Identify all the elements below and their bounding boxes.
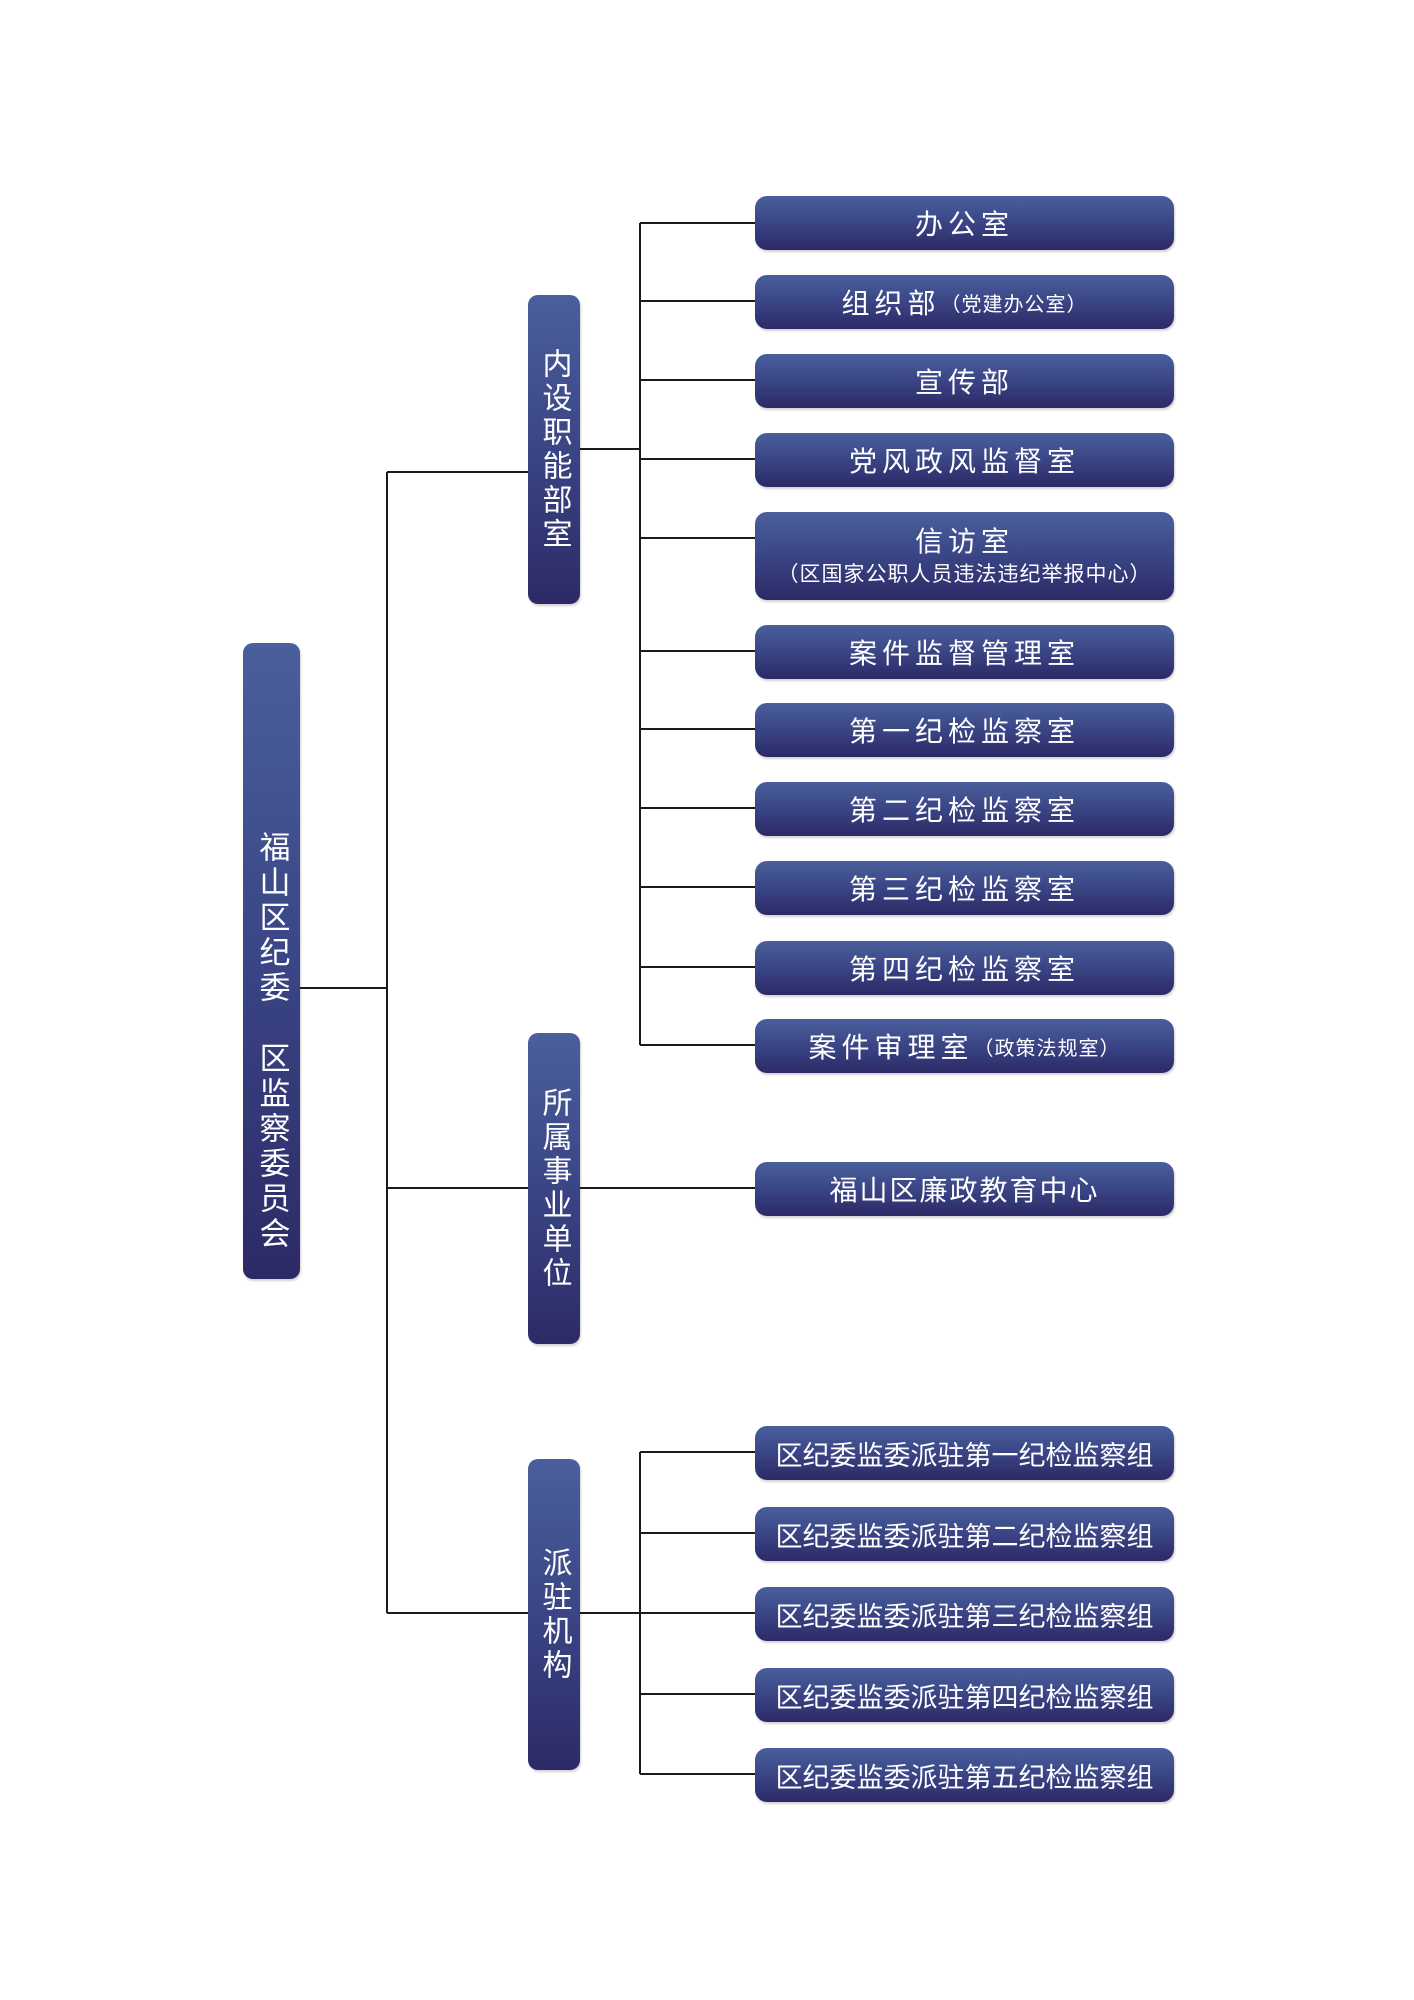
dept-label: 党风政风监督室 xyxy=(848,445,1080,478)
dept-label: 第四纪检监察室 xyxy=(848,953,1080,986)
category-internal-label: 内设职能部室 xyxy=(536,347,572,552)
category-internal-departments: 内设职能部室 xyxy=(528,295,580,604)
dispatched-group-5: 区纪委监委派驻第五纪检监察组 xyxy=(755,1748,1174,1802)
dept-label: 第二纪检监察室 xyxy=(848,794,1080,827)
dept-label: 宣传部 xyxy=(914,366,1014,399)
dept-inspection-4: 第四纪检监察室 xyxy=(755,941,1174,995)
group-label: 区纪委监委派驻第五纪检监察组 xyxy=(775,1762,1154,1794)
dept-inspection-2: 第二纪检监察室 xyxy=(755,782,1174,836)
dept-inspection-3: 第三纪检监察室 xyxy=(755,861,1174,915)
group-label: 区纪委监委派驻第四纪检监察组 xyxy=(775,1682,1154,1714)
dept-note: （政策法规室） xyxy=(973,1035,1121,1060)
dispatched-group-3: 区纪委监委派驻第三纪检监察组 xyxy=(755,1587,1174,1641)
dept-label: 第三纪检监察室 xyxy=(848,873,1080,906)
dept-label: 办公室 xyxy=(914,208,1014,241)
group-label: 区纪委监委派驻第二纪检监察组 xyxy=(775,1521,1154,1553)
dept-note: （党建办公室） xyxy=(940,291,1088,316)
dispatched-group-1: 区纪委监委派驻第一纪检监察组 xyxy=(755,1426,1174,1480)
dept-publicity: 宣传部 xyxy=(755,354,1174,408)
group-label: 区纪委监委派驻第三纪检监察组 xyxy=(775,1601,1154,1633)
category-affiliated-label: 所属事业单位 xyxy=(536,1086,572,1291)
dept-label: 组织部 xyxy=(841,287,941,320)
dept-inspection-1: 第一纪检监察室 xyxy=(755,703,1174,757)
category-affiliated-units: 所属事业单位 xyxy=(528,1033,580,1344)
group-label: 区纪委监委派驻第一纪检监察组 xyxy=(775,1440,1154,1472)
dispatched-group-4: 区纪委监委派驻第四纪检监察组 xyxy=(755,1668,1174,1722)
category-dispatched-agencies: 派驻机构 xyxy=(528,1459,580,1770)
dept-case-supervision: 案件监督管理室 xyxy=(755,625,1174,679)
category-dispatched-label: 派驻机构 xyxy=(536,1546,572,1683)
dept-sub-label: （区国家公职人员违法违纪举报中心） xyxy=(777,562,1152,587)
dept-case-trial: 案件审理室（政策法规室） xyxy=(755,1019,1174,1073)
root-name-line2: 区监察委员会 xyxy=(253,1041,290,1252)
dept-conduct-supervision: 党风政风监督室 xyxy=(755,433,1174,487)
unit-integrity-education-center: 福山区廉政教育中心 xyxy=(755,1162,1174,1216)
dept-organization: 组织部（党建办公室） xyxy=(755,275,1174,329)
dispatched-group-2: 区纪委监委派驻第二纪检监察组 xyxy=(755,1507,1174,1561)
dept-label: 案件审理室 xyxy=(808,1031,974,1064)
dept-petitions: 信访室 （区国家公职人员违法违纪举报中心） xyxy=(755,512,1174,600)
unit-label: 福山区廉政教育中心 xyxy=(829,1174,1100,1207)
dept-label: 第一纪检监察室 xyxy=(848,715,1080,748)
dept-label: 信访室 xyxy=(914,524,1014,558)
dept-office: 办公室 xyxy=(755,196,1174,250)
root-name-line1: 福山区纪委 xyxy=(253,830,290,1006)
dept-label: 案件监督管理室 xyxy=(848,637,1080,670)
root-node: 福山区纪委区监察委员会 xyxy=(243,643,300,1279)
